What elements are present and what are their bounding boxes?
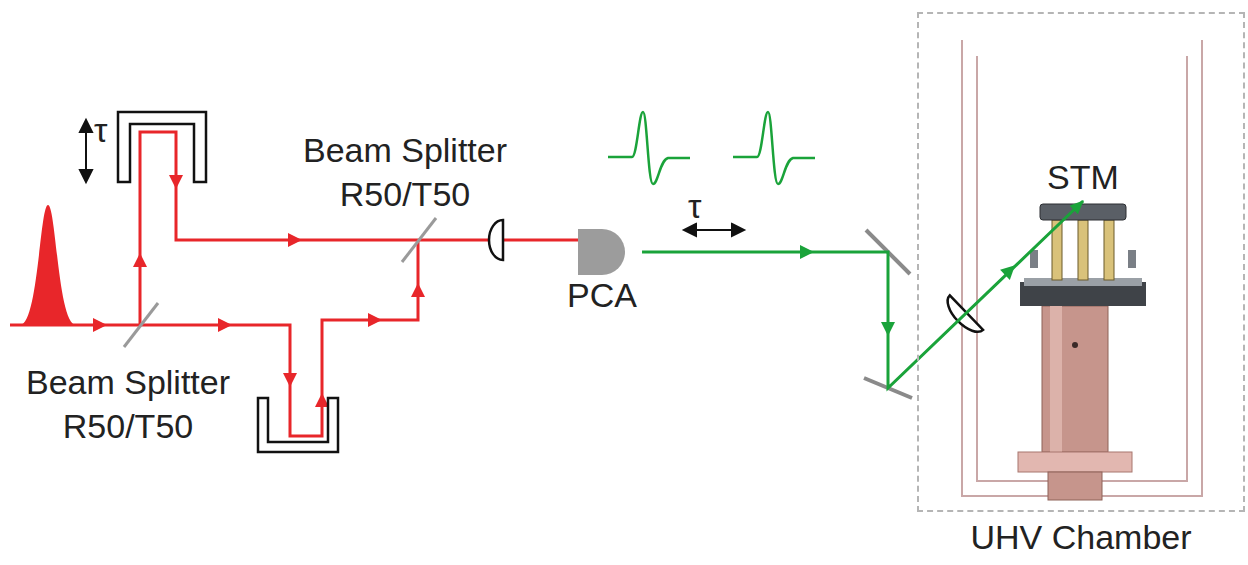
- component-label: Beam Splitter R50/T50: [3, 360, 253, 448]
- beam-arrow: [288, 233, 302, 247]
- shield-outer: [962, 40, 1202, 496]
- stm-body-highlight: [1050, 306, 1062, 452]
- beam-arrows: [800, 245, 1020, 336]
- component-label: PCA: [567, 276, 637, 315]
- vacuum-chamber: UHV ChamberSTM: [917, 12, 1245, 512]
- retroreflector: [118, 112, 206, 182]
- shield-inner: [977, 56, 1187, 481]
- delay-symbol: τ: [94, 108, 134, 152]
- antenna-shape: [578, 229, 625, 275]
- beam-arrow: [368, 313, 382, 327]
- delay-arrow-shaft: [85, 130, 87, 172]
- component-label: Beam Splitter R50/T50: [280, 128, 530, 216]
- lens: [489, 220, 503, 260]
- stm-top-plate: [1040, 204, 1126, 220]
- stm-stem: [1048, 472, 1102, 500]
- thz-pulses: [608, 112, 815, 184]
- beam-arrow: [218, 318, 232, 332]
- stm-body: [1042, 306, 1108, 452]
- chamber-title: UHV Chamber: [919, 518, 1243, 557]
- thz-pulse: [733, 112, 815, 184]
- stm-collar: [1018, 452, 1132, 472]
- antenna-body: [577, 228, 627, 276]
- stm-clamp: [1128, 250, 1136, 268]
- delay-arrow-shaft: [694, 229, 734, 231]
- delay-arrow-head: [732, 224, 744, 236]
- beam-arrow: [283, 373, 297, 387]
- stm-illustration: [1018, 204, 1146, 500]
- delay-arrow-head: [80, 170, 92, 182]
- delay-arrow-head: [684, 224, 696, 236]
- delay-symbol: τ: [688, 184, 728, 228]
- laser-pulse: [20, 205, 76, 325]
- retroreflector: [258, 398, 338, 452]
- beam-arrow: [169, 175, 183, 189]
- thz-beam: [642, 201, 1083, 388]
- component-label: STM: [1047, 158, 1119, 197]
- thz-pulse: [608, 112, 690, 184]
- stm-post: [1078, 220, 1088, 280]
- stm-head: STM: [1042, 156, 1124, 200]
- stm-screw: [1072, 342, 1078, 348]
- beam-splitter: [124, 303, 158, 347]
- beam-arrow: [411, 283, 425, 297]
- delay-arrow: [684, 224, 744, 236]
- photoconductive-antenna: PCA: [562, 226, 642, 317]
- beam-arrow: [133, 253, 147, 267]
- beam-splitter: [402, 218, 436, 262]
- beam-arrow: [93, 318, 107, 332]
- laser-beam-lower-arm: [10, 240, 418, 436]
- stm-post: [1104, 220, 1114, 280]
- radiation-shield: [962, 40, 1202, 496]
- delay-arrow-head: [80, 120, 92, 132]
- delay-arrow: [80, 120, 92, 182]
